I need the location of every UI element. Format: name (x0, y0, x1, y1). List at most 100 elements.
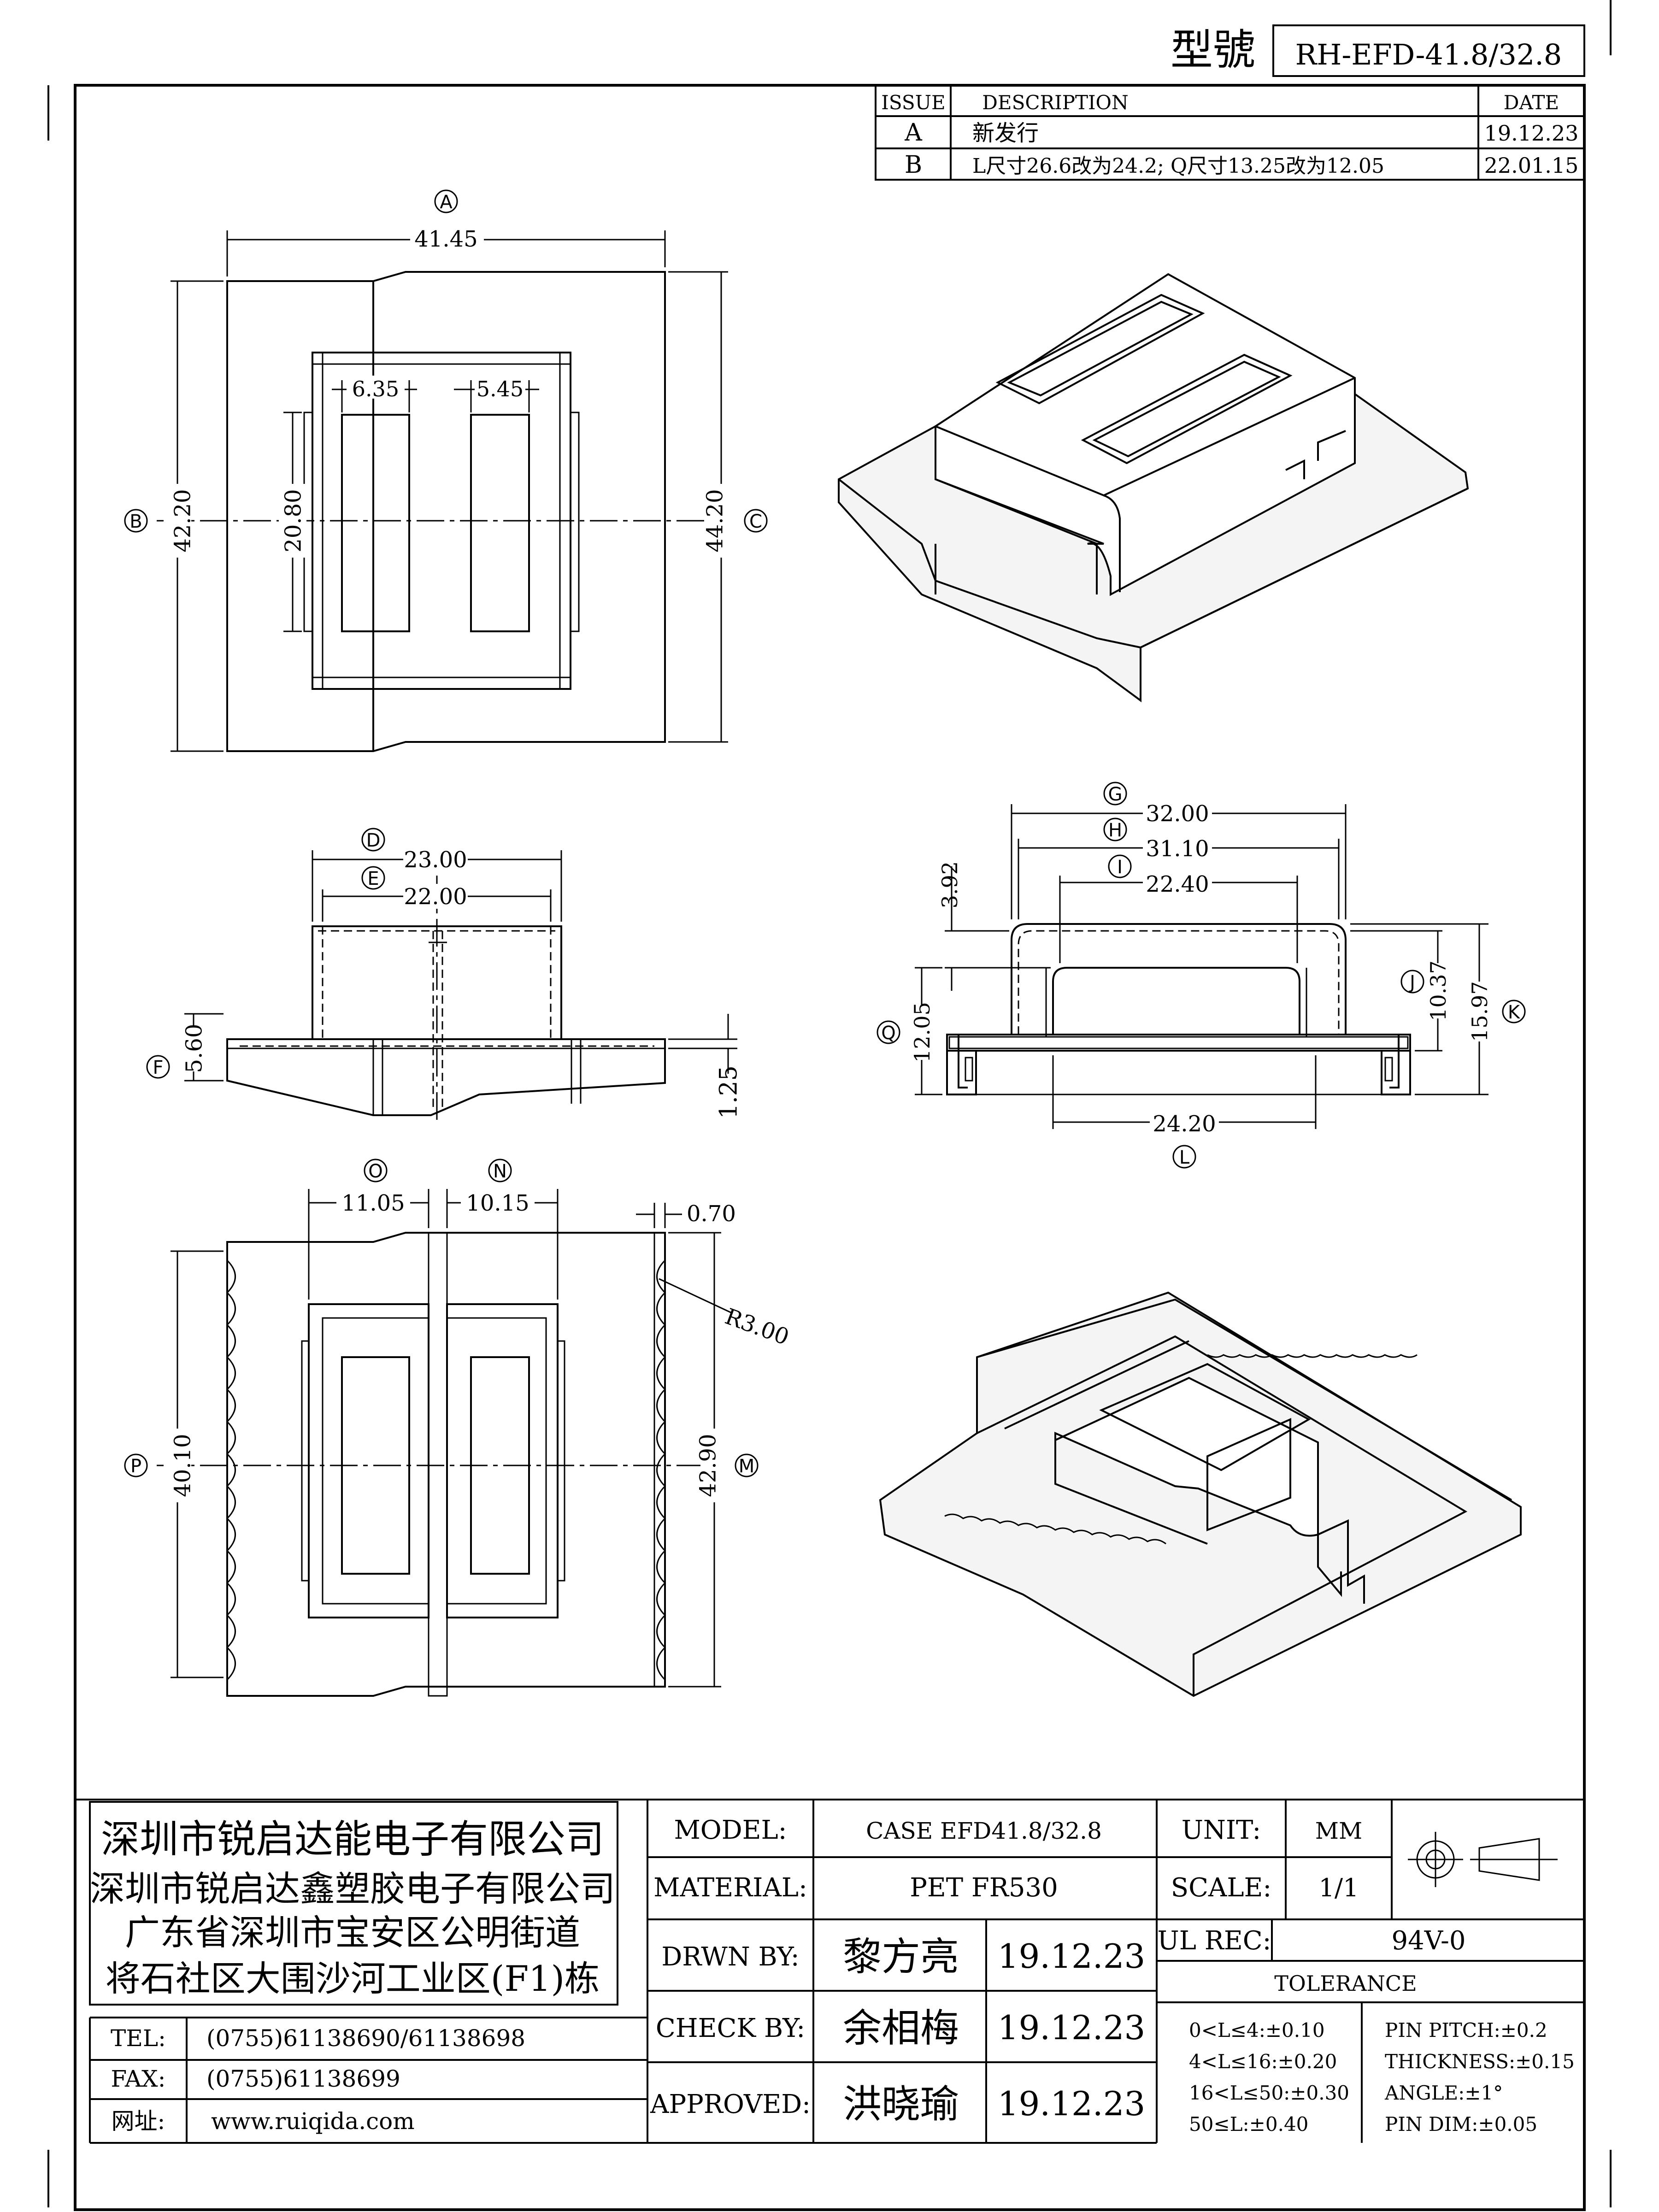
top-view: A 41.45 42.20 B 44.20 C 20.80 6.35 (124, 189, 768, 752)
tol-left-3: 16<L≤50:±0.30 (1189, 2082, 1349, 2104)
label-i: I (1117, 857, 1123, 878)
rev-row-b-date: 22.01.15 (1484, 153, 1579, 178)
tol-left-4: 50≤L:±0.40 (1189, 2113, 1308, 2136)
fax-label: FAX: (111, 2065, 166, 2092)
iso-view-top (838, 273, 1469, 702)
tol-right-2: THICKNESS:±0.15 (1385, 2050, 1575, 2073)
rev-header-date: DATE (1504, 91, 1559, 114)
company-line-3: 广东省深圳市宝安区公明街道 (125, 1912, 580, 1953)
dim-j: 10.37 (1426, 960, 1451, 1021)
label-d: D (366, 830, 381, 851)
web-value: www.ruiqida.com (211, 2108, 415, 2135)
dim-392: 3.92 (937, 861, 962, 908)
projection-symbol-icon (1408, 1832, 1558, 1887)
drawn-date: 19.12.23 (998, 1937, 1146, 1976)
unit-label: UNIT: (1182, 1815, 1261, 1845)
dim-f: 5.60 (182, 1024, 207, 1073)
tel-value: (0755)61138690/61138698 (206, 2025, 525, 2052)
rev-row-b-description: L尺寸26.6改为24.2; Q尺寸13.25改为12.05 (972, 154, 1384, 178)
rev-row-a-date: 19.12.23 (1484, 121, 1579, 146)
drawn-name: 黎方亮 (843, 1934, 959, 1979)
header-model-label: 型號 (1171, 25, 1255, 75)
revision-table: ISSUE DESCRIPTION DATE A 新发行 19.12.23 B … (875, 84, 1585, 181)
dim-slot-1: 6.35 (352, 377, 399, 401)
dim-o: 11.05 (341, 1190, 405, 1216)
front-view: D 23.00 E 22.00 5.60 F 1.25 (146, 828, 743, 1124)
material-label: MATERIAL: (653, 1873, 807, 1903)
web-label: 网址: (112, 2108, 165, 2135)
label-o: O (368, 1161, 382, 1182)
dim-n: 10.15 (466, 1190, 529, 1216)
label-p: P (130, 1456, 141, 1477)
scale-value: 1/1 (1319, 1873, 1359, 1902)
unit-value: MM (1315, 1818, 1362, 1844)
approved-name: 洪晓瑜 (843, 2082, 959, 2127)
model-label: MODEL: (674, 1815, 787, 1845)
dim-thickness: 1.25 (715, 1065, 743, 1119)
label-q: Q (881, 1023, 895, 1044)
label-n: N (493, 1161, 507, 1182)
dim-i: 22.40 (1146, 871, 1209, 897)
dim-p: 40.10 (170, 1434, 196, 1497)
scale-label: SCALE: (1171, 1873, 1272, 1903)
label-b: B (129, 511, 142, 532)
dim-h: 31.10 (1146, 836, 1209, 862)
drawn-label: DRWN BY: (661, 1942, 799, 1972)
label-l: L (1179, 1147, 1190, 1168)
label-g: G (1108, 784, 1123, 805)
rev-row-a-description: 新发行 (972, 120, 1039, 146)
rev-header-description: DESCRIPTION (982, 91, 1129, 114)
iso-view-bottom (879, 1291, 1522, 1697)
tolerance-label: TOLERANCE (1274, 1971, 1417, 1996)
label-j: J (1408, 972, 1415, 993)
tol-right-1: PIN PITCH:±0.2 (1385, 2019, 1547, 2041)
company-line-4: 将石社区大围沙河工业区(F1)栋 (106, 1958, 600, 1999)
approved-date: 19.12.23 (998, 2084, 1146, 2123)
dim-a: 41.45 (414, 226, 477, 252)
label-f: F (153, 1057, 163, 1078)
check-name: 余相梅 (843, 2006, 959, 2051)
header-model: 型號 RH-EFD-41.8/32.8 (1171, 24, 1585, 77)
label-k: K (1508, 1002, 1521, 1023)
model-value: CASE EFD41.8/32.8 (866, 1818, 1102, 1844)
dim-slot-2: 5.45 (477, 377, 524, 401)
label-e: E (367, 868, 379, 889)
company-line-1: 深圳市锐启达能电子有限公司 (101, 1817, 604, 1862)
check-label: CHECK BY: (656, 2013, 805, 2043)
dim-q: 12.05 (910, 1002, 935, 1063)
side-view: G 32.00 H 31.10 I 22.40 3.92 10.37 J (877, 782, 1526, 1169)
approved-label: APPROVED: (650, 2089, 811, 2119)
label-h: H (1108, 820, 1122, 841)
ul-value: 94V-0 (1391, 1926, 1465, 1956)
tol-right-4: PIN DIM:±0.05 (1385, 2113, 1537, 2136)
label-a: A (440, 192, 453, 213)
corner-marks (47, 0, 1612, 2207)
dim-b: 42.20 (170, 489, 196, 552)
tol-left-1: 0<L≤4:±0.10 (1189, 2019, 1325, 2041)
label-c: C (749, 511, 762, 532)
tol-right-3: ANGLE:±1° (1384, 2082, 1503, 2104)
material-value: PET FR530 (910, 1873, 1058, 1903)
header-model-value: RH-EFD-41.8/32.8 (1295, 38, 1562, 71)
company-line-2: 深圳市锐启达鑫塑胶电子有限公司 (90, 1868, 615, 1909)
rev-row-a-issue: A (904, 119, 923, 147)
dim-m: 42.90 (695, 1434, 721, 1497)
check-date: 19.12.23 (998, 2008, 1146, 2047)
dim-k: 15.97 (1467, 981, 1492, 1042)
dim-g: 32.00 (1146, 801, 1209, 827)
fax-value: (0755)61138699 (206, 2065, 400, 2092)
dim-070: 0.70 (687, 1201, 736, 1227)
dim-e: 22.00 (404, 884, 467, 910)
dim-c: 44.20 (702, 489, 728, 552)
rev-header-issue: ISSUE (881, 91, 945, 114)
label-m: M (739, 1456, 755, 1477)
dim-radius: R3.00 (722, 1304, 793, 1351)
dim-l: 24.20 (1153, 1111, 1216, 1137)
tel-label: TEL: (111, 2025, 166, 2052)
dim-d: 23.00 (404, 847, 467, 873)
dim-inner-height: 20.80 (281, 489, 306, 552)
tol-left-2: 4<L≤16:±0.20 (1189, 2050, 1337, 2073)
ul-label: UL REC: (1158, 1926, 1271, 1956)
bottom-view: O 11.05 N 10.15 0.70 R3.00 40.10 P 42.90 (124, 1159, 793, 1697)
